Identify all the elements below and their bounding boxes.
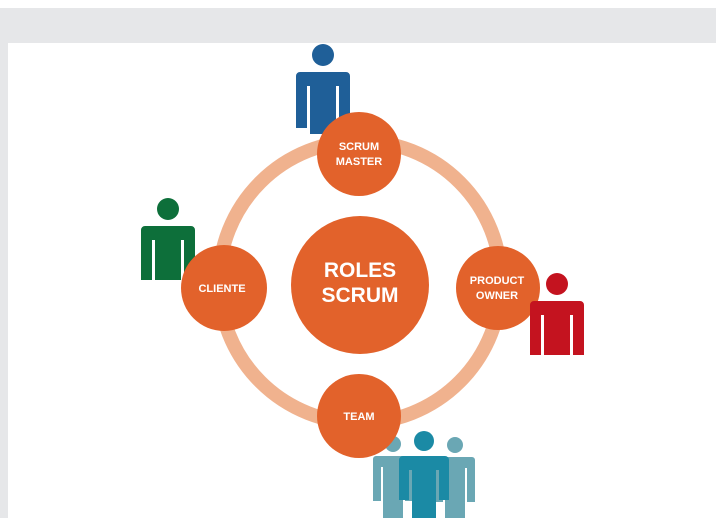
cliente-label: CLIENTE bbox=[198, 283, 245, 295]
product-owner-person-icon bbox=[530, 273, 584, 355]
cliente-person-icon bbox=[141, 198, 195, 280]
product-owner-node[interactable] bbox=[456, 246, 540, 330]
team-node[interactable] bbox=[317, 374, 401, 458]
scrum-master-person-icon bbox=[296, 44, 350, 134]
product-owner-label-line1: PRODUCT bbox=[470, 275, 525, 287]
scrum-master-label-line1: SCRUM bbox=[339, 141, 379, 153]
cliente-node[interactable] bbox=[181, 245, 267, 331]
top-strip bbox=[0, 0, 716, 8]
scrum-master-node[interactable] bbox=[317, 112, 401, 196]
center-label-line1: ROLES bbox=[324, 259, 396, 282]
scrum-master-label-line2: MASTER bbox=[336, 156, 383, 168]
roles-scrum-center-node bbox=[291, 216, 429, 354]
team-member-main-icon bbox=[399, 431, 449, 518]
center-label-line2: SCRUM bbox=[322, 284, 399, 307]
team-label: TEAM bbox=[343, 411, 374, 423]
product-owner-label-line2: OWNER bbox=[476, 290, 518, 302]
